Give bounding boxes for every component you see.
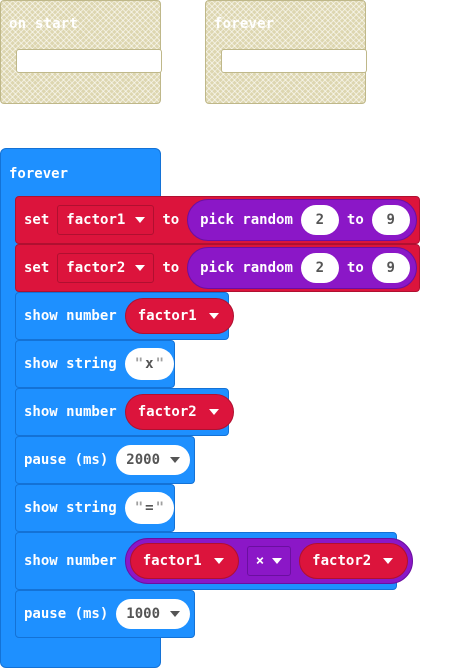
- string-value: =: [145, 500, 154, 516]
- dropdown-caret-icon: [272, 558, 283, 564]
- variable-name: factor1: [142, 553, 202, 569]
- string-literal-input[interactable]: " = ": [124, 492, 175, 524]
- pause-duration-dropdown[interactable]: 2000: [116, 445, 191, 475]
- dropdown-caret-icon: [170, 611, 181, 617]
- variable-name: factor1: [137, 308, 197, 324]
- multiply-operation-block[interactable]: factor1 × factor2: [124, 538, 414, 584]
- random-to-label: to: [346, 212, 364, 228]
- pause-duration-dropdown[interactable]: 1000: [116, 599, 191, 629]
- pause-2000-block[interactable]: pause (ms) 2000: [15, 436, 195, 484]
- to-keyword: to: [162, 212, 180, 228]
- string-value: x: [145, 356, 154, 372]
- pick-random-block[interactable]: pick random 2 to 9: [187, 247, 417, 289]
- open-quote: ": [134, 500, 144, 516]
- close-quote: ": [155, 356, 165, 372]
- pause-value: 1000: [126, 606, 161, 622]
- open-quote: ": [134, 356, 144, 372]
- forever-label: forever: [9, 166, 69, 182]
- set-factor2-block[interactable]: set factor2 to pick random 2 to 9: [15, 244, 420, 292]
- pause-label: pause (ms): [24, 606, 109, 622]
- random-max-input[interactable]: 9: [371, 205, 410, 235]
- show-string-x-block[interactable]: show string " x ": [15, 340, 175, 388]
- set-keyword: set: [24, 212, 50, 228]
- dropdown-caret-icon: [383, 558, 394, 564]
- show-number-factor1-block[interactable]: show number factor1: [15, 292, 234, 340]
- show-string-equals-block[interactable]: show string " = ": [15, 484, 175, 532]
- show-string-label: show string: [24, 356, 117, 372]
- pause-label: pause (ms): [24, 452, 109, 468]
- dropdown-caret-icon: [135, 265, 146, 271]
- set-keyword: set: [24, 260, 50, 276]
- random-min-input[interactable]: 2: [300, 205, 339, 235]
- show-number-label: show number: [24, 553, 117, 569]
- variable-reporter-factor1[interactable]: factor1: [124, 298, 234, 334]
- dropdown-caret-icon: [213, 558, 224, 564]
- on-start-statement-slot: [16, 49, 162, 73]
- operator-symbol: ×: [255, 553, 265, 569]
- variable-dropdown-factor2[interactable]: factor2: [57, 253, 155, 283]
- random-min-input[interactable]: 2: [300, 253, 339, 283]
- variable-name: factor2: [312, 553, 372, 569]
- variable-dropdown-factor1[interactable]: factor1: [57, 205, 155, 235]
- on-start-label: on start: [9, 16, 79, 32]
- dropdown-caret-icon: [208, 409, 219, 415]
- pick-random-label: pick random: [200, 260, 293, 276]
- variable-name: factor1: [66, 212, 126, 228]
- variable-reporter-factor2[interactable]: factor2: [124, 394, 234, 430]
- show-number-label: show number: [24, 308, 117, 324]
- on-start-block-disabled[interactable]: on start: [0, 0, 162, 104]
- show-number-product-block[interactable]: show number factor1 × factor2: [15, 532, 414, 590]
- variable-name: factor2: [66, 260, 126, 276]
- set-factor1-block[interactable]: set factor1 to pick random 2 to 9: [15, 196, 420, 244]
- random-to-label: to: [346, 260, 364, 276]
- dropdown-caret-icon: [135, 217, 146, 223]
- forever-disabled-label: forever: [214, 16, 275, 32]
- to-keyword: to: [162, 260, 180, 276]
- pick-random-label: pick random: [200, 212, 293, 228]
- dropdown-caret-icon: [170, 457, 181, 463]
- pause-1000-block[interactable]: pause (ms) 1000: [15, 590, 195, 638]
- variable-reporter-factor2[interactable]: factor2: [299, 543, 409, 579]
- random-max-input[interactable]: 9: [371, 253, 410, 283]
- pause-value: 2000: [126, 452, 161, 468]
- dropdown-caret-icon: [208, 313, 219, 319]
- forever-disabled-statement-slot: [221, 49, 367, 73]
- operator-dropdown[interactable]: ×: [246, 546, 292, 576]
- show-string-label: show string: [24, 500, 117, 516]
- close-quote: ": [155, 500, 165, 516]
- pick-random-block[interactable]: pick random 2 to 9: [187, 199, 417, 241]
- forever-block-disabled[interactable]: forever: [205, 0, 367, 104]
- string-literal-input[interactable]: " x ": [124, 348, 175, 380]
- show-number-factor2-block[interactable]: show number factor2: [15, 388, 234, 436]
- variable-name: factor2: [137, 404, 197, 420]
- variable-reporter-factor1[interactable]: factor1: [129, 543, 239, 579]
- show-number-label: show number: [24, 404, 117, 420]
